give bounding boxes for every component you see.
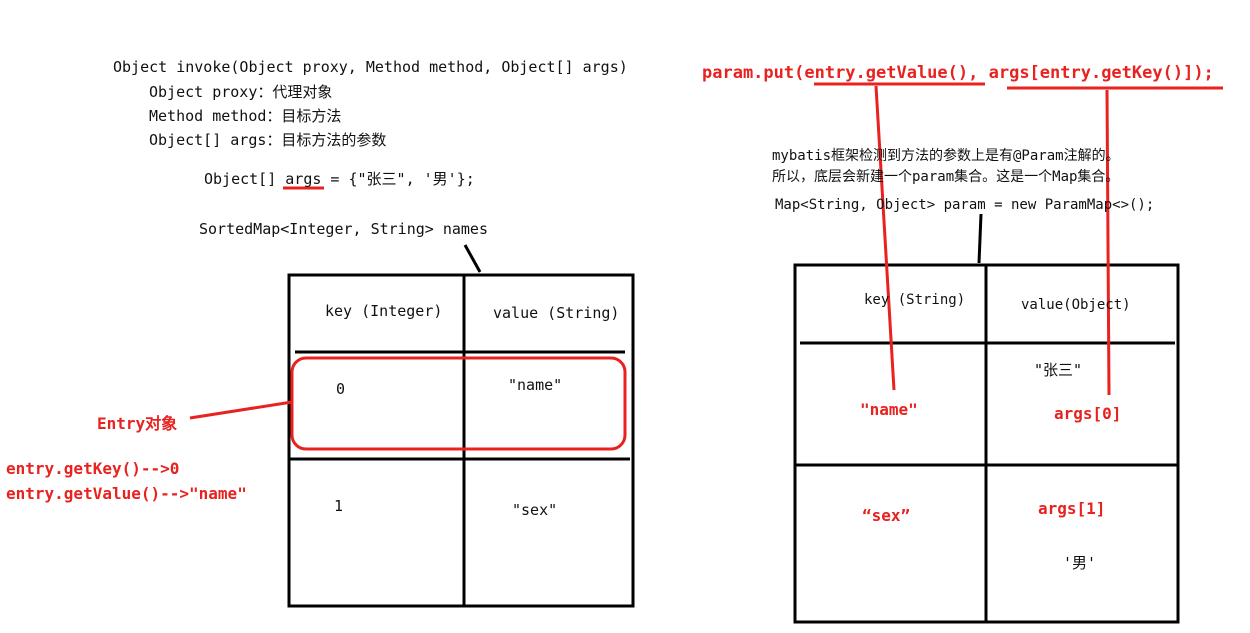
right-row0-value: args[0] [1054, 404, 1122, 423]
param-put-call: param.put(entry.getValue(), args[entry.g… [702, 63, 1214, 83]
param-args-desc: Object[] args：目标方法的参数 [149, 131, 387, 149]
left-row0-key: 0 [336, 380, 346, 398]
map-declaration: Map<String, Object> param = new ParamMap… [775, 197, 1155, 213]
right-header-value: value(Object) [1021, 297, 1131, 313]
right-row1-key: “sex” [862, 506, 911, 525]
names-declaration: SortedMap<Integer, String> names [199, 220, 488, 238]
entry-get-value: entry.getValue()-->"name" [6, 484, 247, 503]
note-line-1: mybatis框架检测到方法的参数上是有@Param注解的。 [772, 148, 1120, 164]
right-table [793, 213, 1180, 624]
param-method-desc: Method method：目标方法 [149, 107, 342, 125]
key-call-arrow-line [1105, 89, 1111, 396]
invoke-signature: Object invoke(Object proxy, Method metho… [113, 58, 628, 76]
value-call-arrow-line [874, 85, 896, 391]
right-row1-value-note: '男' [1063, 554, 1097, 572]
left-header-key: key (Integer) [325, 302, 443, 320]
left-row0-value: "name" [508, 376, 563, 394]
put-suffix: ); [1193, 63, 1214, 83]
args-decl-var: args [285, 170, 322, 188]
right-row0-value-note: "张三" [1034, 361, 1083, 379]
put-value-call: entry.getValue() [804, 63, 969, 83]
entry-object-label: Entry对象 [97, 414, 178, 433]
left-row1-value: "sex" [512, 501, 558, 519]
put-prefix: param.put( [702, 63, 805, 83]
put-key-call: args[entry.getKey()] [988, 63, 1194, 83]
args-decl-suffix: = {"张三", '男'}; [321, 170, 475, 188]
put-sep: , [968, 63, 989, 83]
param-proxy-desc: Object proxy：代理对象 [149, 83, 333, 101]
right-row1-value: args[1] [1038, 499, 1106, 518]
args-declaration: Object[] args = {"张三", '男'}; [204, 168, 475, 189]
args-decl-prefix: Object[] [204, 170, 286, 188]
left-table [287, 244, 635, 608]
entry-connector-line [189, 400, 293, 420]
entry-highlight-box [290, 356, 627, 451]
left-header-value: value (String) [493, 304, 620, 322]
entry-get-key: entry.getKey()-->0 [6, 459, 180, 478]
entry-highlight [189, 186, 627, 451]
right-row0-key: "name" [860, 400, 918, 419]
right-header-key: key (String) [864, 292, 966, 308]
names-pointer-line [463, 244, 482, 273]
left-table-border [287, 273, 635, 608]
param-pointer-line [977, 213, 983, 264]
left-row1-key: 1 [334, 497, 344, 515]
put-annotations [814, 82, 1223, 396]
note-line-2: 所以，底层会新建一个param集合。这是一个Map集合。 [772, 169, 1120, 185]
